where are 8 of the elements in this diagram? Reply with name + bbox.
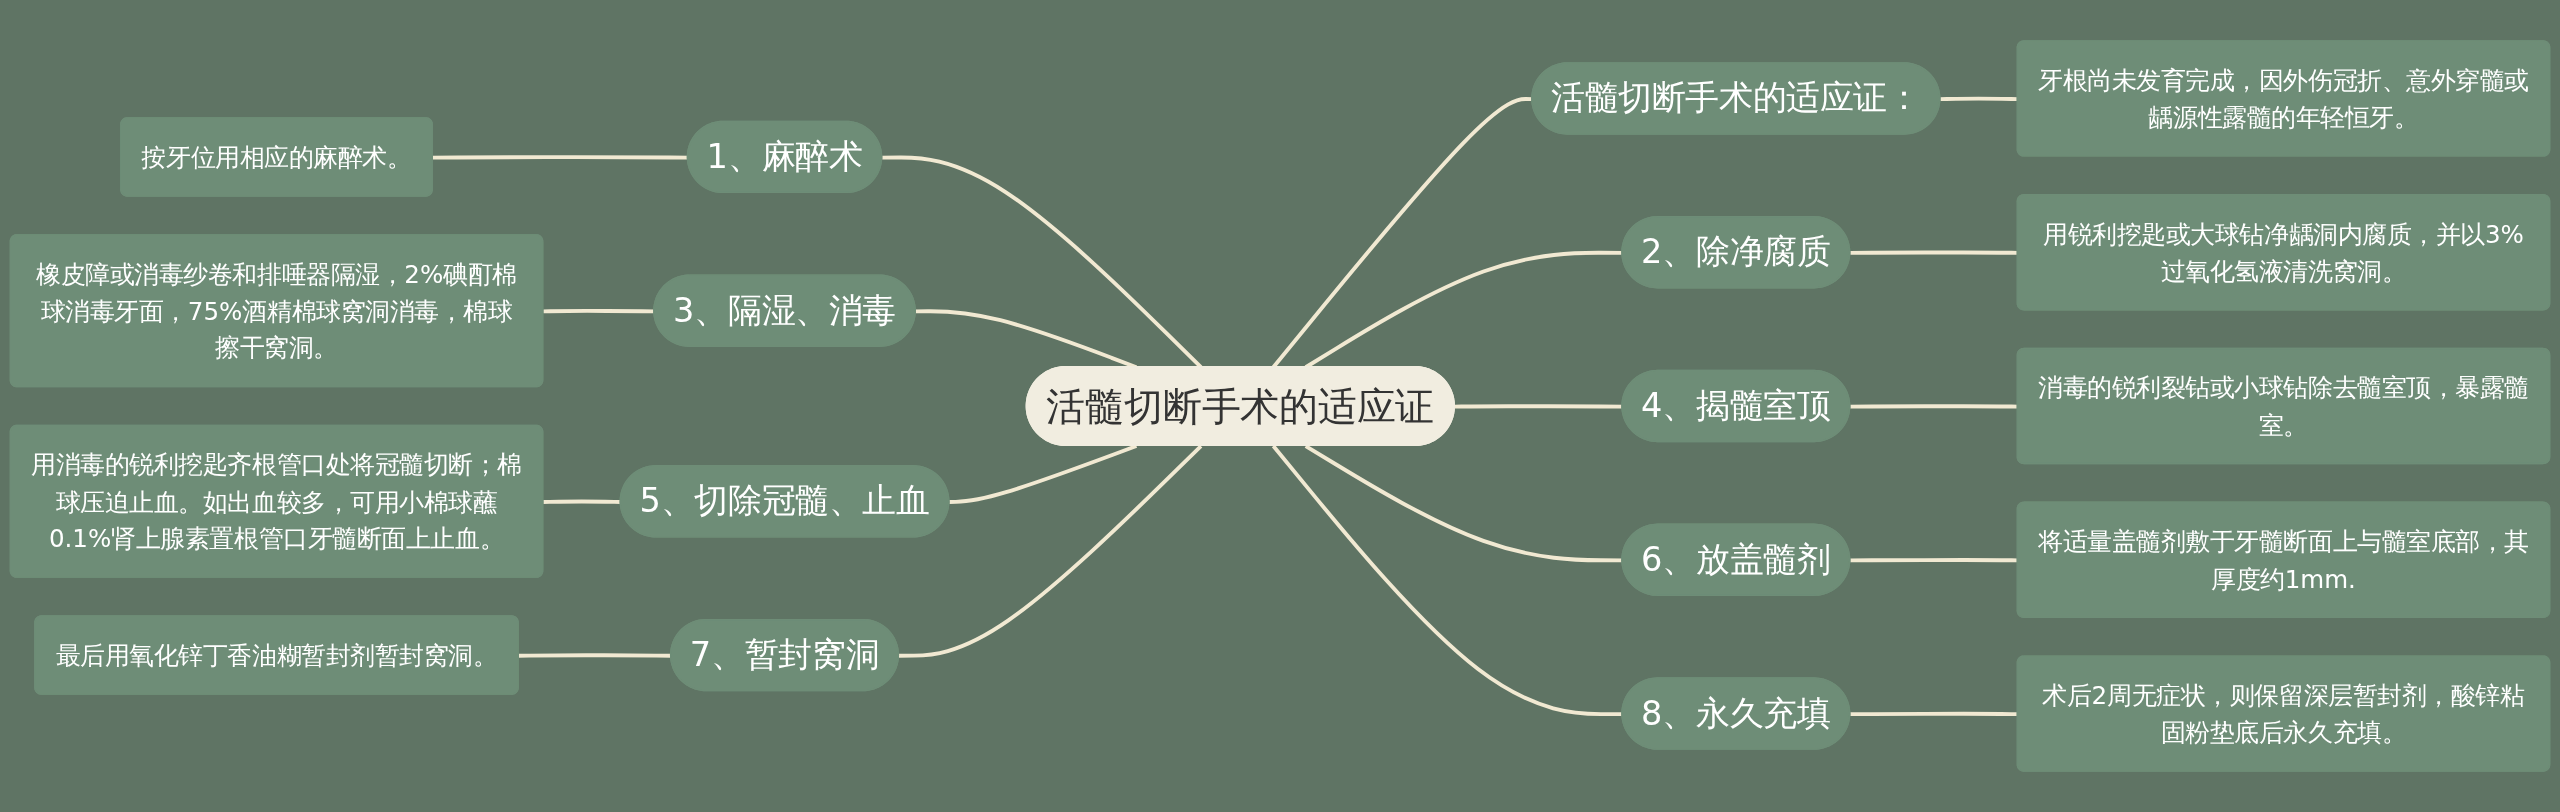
- connector: [1850, 711, 2018, 717]
- connector: [1850, 250, 2018, 255]
- connector: [899, 444, 1203, 658]
- connector: [1940, 96, 2018, 102]
- connector: [1850, 558, 2018, 563]
- connector: [543, 499, 621, 504]
- connector: [1850, 404, 2018, 409]
- connector: [949, 444, 1138, 504]
